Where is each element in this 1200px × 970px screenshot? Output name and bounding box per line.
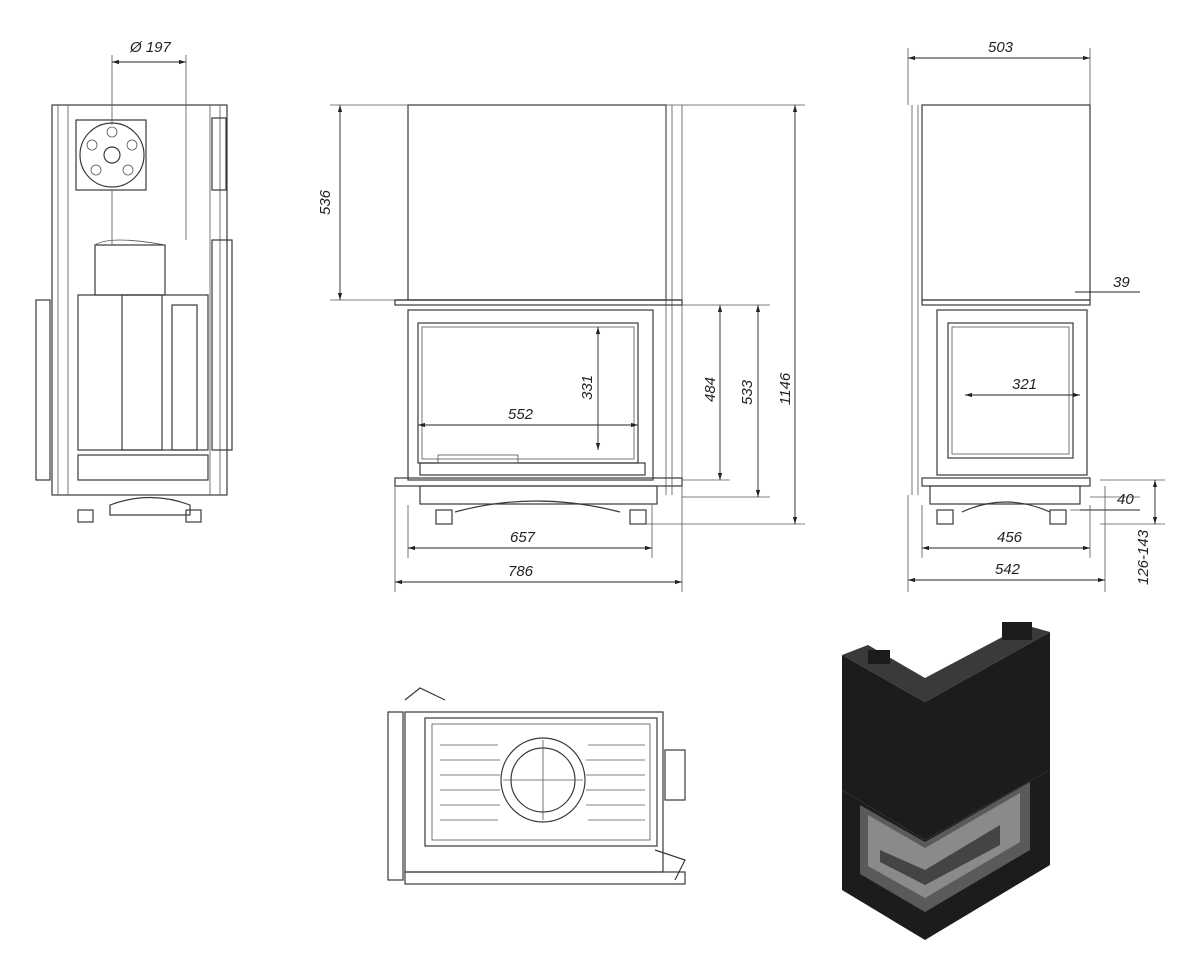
dim-label-glass-w: 552 (508, 406, 534, 423)
dim-base-width: 657 (407, 505, 653, 558)
dim-label-40: 40 (1117, 491, 1134, 508)
side-view (911, 104, 1091, 525)
dim-label-484: 484 (702, 377, 719, 402)
dim-label-glass-h: 331 (579, 375, 596, 400)
top-view (387, 687, 686, 885)
dim-label-flue: Ø 197 (129, 39, 172, 56)
side-section-view (35, 104, 233, 523)
dim-label-leg-range: 126-143 (1135, 529, 1152, 585)
dim-side-total: 542 (907, 486, 1106, 592)
dim-label-1146: 1146 (777, 372, 794, 405)
dim-label-542: 542 (995, 561, 1021, 578)
dim-label-321: 321 (1012, 376, 1037, 393)
dim-height-484: 484 (682, 304, 770, 481)
dim-leg-range: 126-143 (1100, 479, 1165, 585)
dim-label-533: 533 (739, 379, 756, 405)
dim-label-456: 456 (997, 529, 1023, 546)
dim-side-width: 503 (907, 39, 1091, 105)
fan-wheel-icon (75, 119, 147, 191)
dim-offset-39: 39 (1075, 274, 1140, 293)
dim-total-height: 1146 (646, 104, 805, 525)
dim-glass-width-side: 321 (965, 376, 1080, 398)
dim-label-786: 786 (508, 563, 534, 580)
dim-label-503: 503 (988, 39, 1014, 56)
dim-glass-height-front: 331 (579, 327, 601, 450)
front-view (394, 104, 683, 525)
fireplace-3d-render (842, 622, 1050, 940)
dim-total-width: 786 (394, 486, 683, 592)
dim-side-base: 456 (921, 505, 1091, 558)
dim-label-39: 39 (1113, 274, 1130, 291)
dim-height-533: 533 (682, 305, 770, 498)
dim-label-upper: 536 (317, 189, 334, 215)
dim-label-657: 657 (510, 529, 536, 546)
dim-flue-diameter: Ø 197 (111, 39, 187, 125)
dim-glass-width-front: 552 (418, 406, 638, 428)
dim-upper-height: 536 (317, 104, 408, 301)
